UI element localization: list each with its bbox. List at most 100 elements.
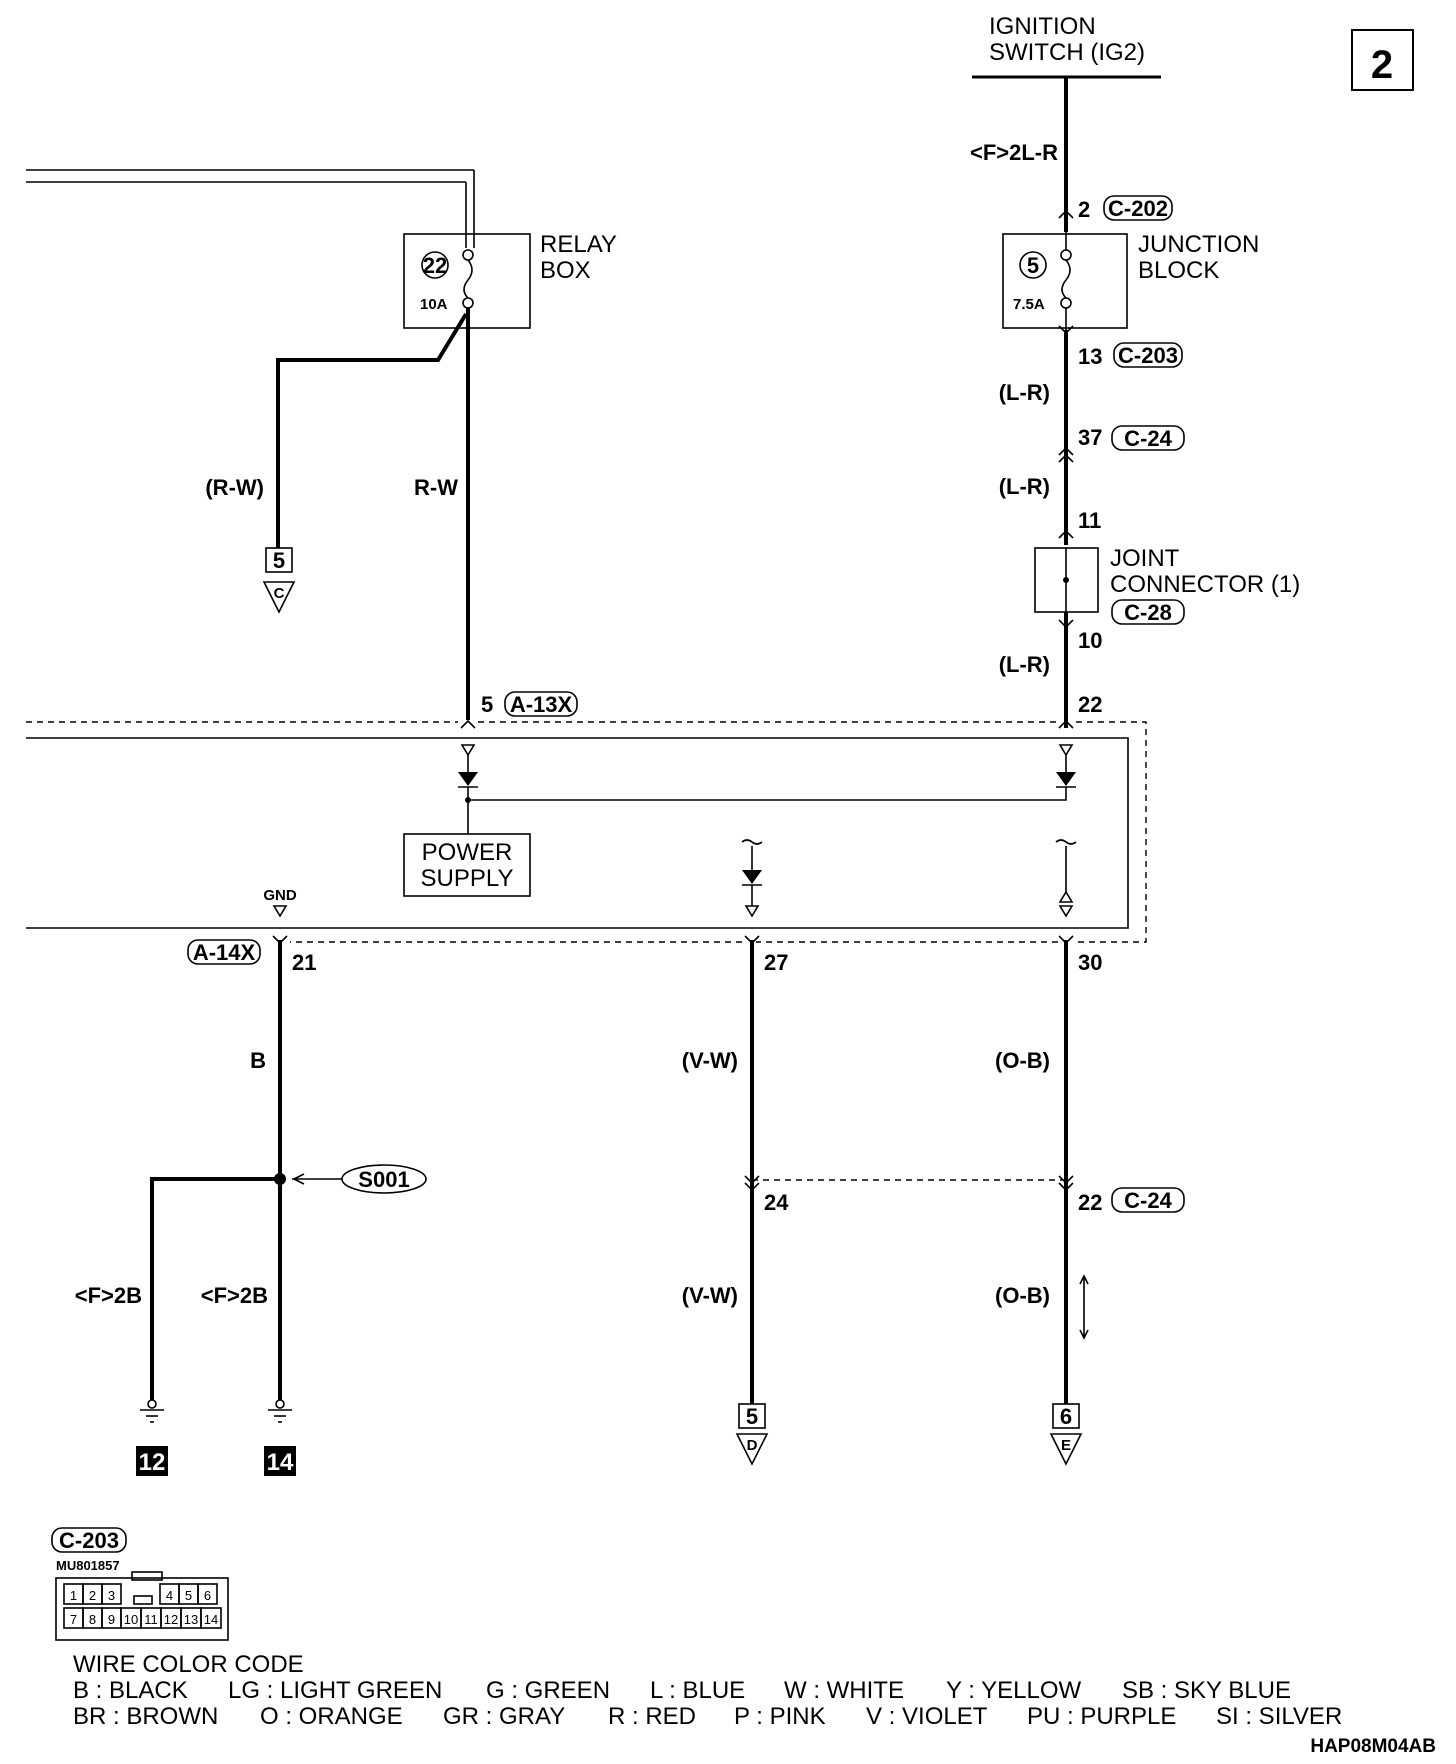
pin-22-c24: 22 — [1078, 1190, 1102, 1215]
connector-view-latch — [131, 1571, 163, 1581]
ground-12-icon — [140, 1399, 164, 1423]
ecu-diode-1-icon — [458, 772, 478, 786]
ground-12: 12 — [139, 1449, 166, 1476]
ecu-pin22-in-icon — [1058, 744, 1074, 757]
offpage-e-letter: E — [1061, 1437, 1071, 1454]
color-code-entry: LG : LIGHT GREEN — [228, 1677, 442, 1704]
color-code-entry: G : GREEN — [486, 1677, 610, 1704]
connector-pin-label: 13 — [184, 1612, 198, 1627]
wire-relay-branch — [276, 312, 468, 548]
ecu-diode-3-icon — [742, 870, 762, 884]
connector-c24a-mark — [1058, 446, 1074, 463]
color-code-entry: SI : SILVER — [1216, 1703, 1342, 1730]
connector-pin-cell — [101, 1583, 122, 1605]
color-code-entry: L : BLUE — [650, 1677, 745, 1704]
pin-30: 30 — [1078, 950, 1102, 975]
relay-box-label-1: RELAY — [540, 231, 617, 258]
connector-view-outer — [55, 1577, 229, 1641]
page-number: 2 — [1371, 43, 1393, 87]
connector-view-name-box — [51, 1527, 127, 1553]
connector-view-part: MU801857 — [56, 1558, 120, 1573]
wire-label-b: B — [250, 1048, 266, 1073]
offpage-c-box — [265, 547, 293, 573]
junction-block-label-2: BLOCK — [1138, 257, 1219, 284]
connector-pin-label: 11 — [144, 1612, 158, 1627]
relay-fuse-number: 22 — [423, 253, 447, 278]
pin-10: 10 — [1078, 628, 1102, 653]
offpage-d-arrow-icon — [735, 1433, 769, 1466]
wire-label-o-b-2: (O-B) — [995, 1283, 1050, 1308]
wire-label-v-w-2: (V-W) — [682, 1283, 738, 1308]
color-code-title: WIRE COLOR CODE — [73, 1651, 304, 1678]
jb-fuse-number: 5 — [1027, 253, 1039, 278]
wire-label-o-b-1: (O-B) — [995, 1048, 1050, 1073]
splice-arrow-icon — [293, 1173, 305, 1185]
wire-label-l-r-2: (L-R) — [999, 474, 1050, 499]
ecu-pin30-terminal-icon — [1058, 905, 1074, 918]
color-code-entry: V : VIOLET — [866, 1703, 988, 1730]
junction-block-label-1: JUNCTION — [1138, 231, 1259, 258]
relay-fuse-number-circle — [421, 251, 449, 279]
power-supply-label-2: SUPPLY — [421, 865, 514, 892]
ecu-pin30-arrow-up-icon — [1058, 890, 1074, 903]
ecu-pin27-terminal-icon — [744, 905, 760, 918]
color-code-entry: Y : YELLOW — [946, 1677, 1082, 1704]
jb-fuse-amp: 7.5A — [1013, 296, 1045, 313]
connector-c202-mark — [1058, 209, 1074, 219]
splice-s001-ellipse — [341, 1164, 427, 1194]
ignition-switch-label-1: IGNITION — [989, 13, 1096, 40]
connector-pin-label: 10 — [124, 1612, 138, 1627]
offpage-c-arrow-icon — [262, 581, 296, 614]
offpage-c-letter: C — [274, 585, 285, 602]
connector-c202-box — [1103, 195, 1173, 221]
ecu-gnd-terminal-icon — [272, 905, 288, 918]
jb-fuse-number-circle — [1019, 251, 1047, 279]
wire-label-r-w-paren: (R-W) — [205, 475, 264, 500]
connector-pin-label: 3 — [108, 1588, 115, 1603]
jb-fuse-terminal-2 — [1060, 297, 1072, 309]
diagram-code: HAP08M04AB — [1310, 1736, 1436, 1757]
connector-c24a-box — [1111, 425, 1185, 451]
color-code-entry: PU : PURPLE — [1027, 1703, 1176, 1730]
connector-c24a: C-24 — [1124, 426, 1172, 451]
relay-fuse-amp: 10A — [420, 296, 448, 313]
connector-a14x-box — [187, 939, 261, 965]
ground-14-box — [264, 1446, 296, 1476]
connector-a14x: A-14X — [193, 940, 256, 965]
wire-label-r-w: R-W — [414, 475, 458, 500]
offpage-d-box — [738, 1403, 766, 1429]
color-code-entry: O : ORANGE — [260, 1703, 403, 1730]
pin-24: 24 — [764, 1190, 789, 1215]
relay-box-label-2: BOX — [540, 257, 591, 284]
relay-fuse-terminal-1 — [462, 249, 474, 261]
color-code-entry: BR : BROWN — [73, 1703, 218, 1730]
pin-22-ecu: 22 — [1078, 692, 1102, 717]
connector-c28-box — [1111, 599, 1185, 625]
ecu-pin22-mark — [1058, 719, 1074, 729]
color-code-entry: GR : GRAY — [443, 1703, 565, 1730]
connector-pin-label: 14 — [204, 1612, 218, 1627]
wire-label-v-w-1: (V-W) — [682, 1048, 738, 1073]
pin-2: 2 — [1078, 197, 1090, 222]
jb-fuse-element-icon — [1061, 259, 1071, 299]
power-supply-box — [403, 833, 531, 897]
offpage-e-number: 6 — [1060, 1404, 1072, 1429]
connector-pin-label: 7 — [70, 1612, 77, 1627]
ground-12-box — [136, 1446, 168, 1476]
color-code-entry: R : RED — [608, 1703, 696, 1730]
joint-connector-label-1: JOINT — [1110, 545, 1180, 572]
wire-label-f2b-1: <F>2B — [75, 1283, 142, 1308]
offpage-c-number: 5 — [273, 548, 285, 573]
pin-13: 13 — [1078, 344, 1102, 369]
connector-c203: C-203 — [1118, 343, 1178, 368]
relay-fuse-terminal-2 — [462, 297, 474, 309]
connector-c24b: C-24 — [1124, 1188, 1172, 1213]
connector-key — [133, 1595, 153, 1605]
connector-c24b-box — [1111, 1187, 1185, 1213]
ecu-gnd-label: GND — [263, 887, 297, 904]
connector-view-name: C-203 — [59, 1528, 119, 1553]
ecu-pin5-mark — [460, 719, 476, 729]
wire-gnd-branch — [150, 1177, 280, 1400]
